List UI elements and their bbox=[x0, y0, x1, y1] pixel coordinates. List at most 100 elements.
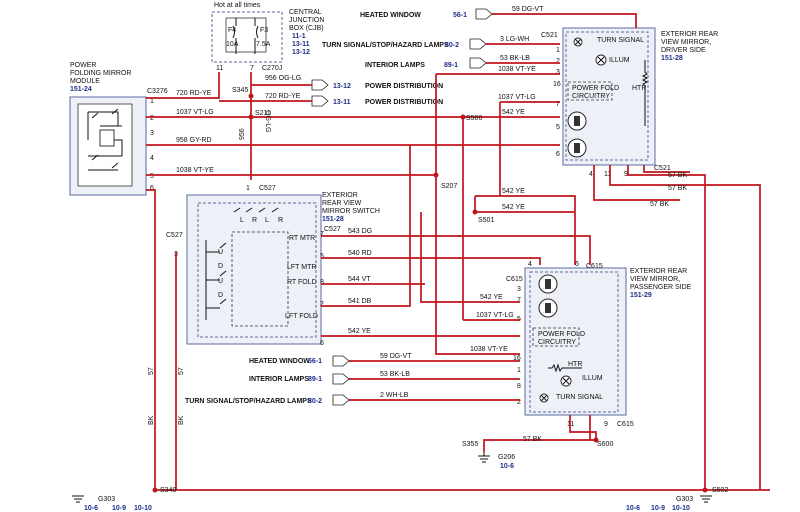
connector-tag bbox=[311, 79, 329, 91]
splice-dot bbox=[152, 487, 158, 493]
wire-label-542-ye-a: 542 YE bbox=[502, 109, 525, 116]
passenger-mirror-outline bbox=[524, 267, 627, 416]
splice-s340: S340 bbox=[160, 487, 176, 494]
fuse-f4-rating: 10A bbox=[226, 41, 239, 48]
input-b-turn-signal-ref: 80-2 bbox=[308, 398, 322, 405]
driver-pin-2: 2 bbox=[556, 58, 560, 65]
wire-harness bbox=[146, 13, 770, 491]
pfm-pin-3: 3 bbox=[150, 130, 154, 137]
cjb-ref-2: 13-11 bbox=[292, 41, 310, 48]
connector-tag bbox=[332, 373, 350, 385]
driver-turn-signal-label: TURN SIGNAL bbox=[597, 37, 644, 44]
wire-956-cjb bbox=[250, 72, 312, 180]
input-b-heated-window-label: HEATED WINDOW bbox=[249, 358, 310, 365]
wire-label-3-lgwh: 3 LG-WH bbox=[500, 36, 529, 43]
wire-label-542-ye-c: 542 YE bbox=[502, 204, 525, 211]
power-dist-2-ref: 13-11 bbox=[333, 99, 351, 106]
driver-connector: C521 bbox=[541, 32, 558, 39]
wire-label-59-dgvt-b: 59 DG-VT bbox=[380, 353, 412, 360]
ground-g206-icon bbox=[478, 452, 490, 463]
passenger-turn-signal-label: TURN SIGNAL bbox=[556, 394, 603, 401]
passenger-side-mirror: EXTERIOR REAR VIEW MIRROR, PASSENGER SID… bbox=[506, 261, 692, 428]
passenger-pfc-2: CIRCUITRY bbox=[538, 339, 576, 346]
wire-1037 bbox=[146, 116, 560, 320]
wire-label-57-bk-d: 57 BK bbox=[523, 436, 542, 443]
switch-top-connector: C527 bbox=[259, 185, 276, 192]
cjb-connector: C270J bbox=[262, 65, 282, 72]
passenger-mirror-inner bbox=[529, 271, 619, 413]
switch-pos-l1: L bbox=[240, 217, 244, 224]
ground-g303-right-ref-3: 10-10 bbox=[672, 505, 690, 512]
wire-542-passenger bbox=[420, 212, 520, 303]
ground-g303-right-ref-2: 10-9 bbox=[651, 505, 665, 512]
fuse-elements bbox=[232, 25, 259, 39]
passenger-heater-element-icon bbox=[548, 363, 582, 373]
fuse-f3-name: F3 bbox=[260, 27, 268, 34]
switch-pos-r2: R bbox=[278, 217, 283, 224]
input-b-heated-window-ref: 56-1 bbox=[308, 358, 322, 365]
wire-label-1038-vtye-b: 1038 VT-YE bbox=[176, 167, 214, 174]
passenger-title-1: EXTERIOR REAR bbox=[630, 268, 687, 275]
passenger-title-2: VIEW MIRROR, bbox=[630, 276, 680, 283]
wire-label-59-dgvt: 59 DG-VT bbox=[512, 6, 544, 13]
input-tags-top: HEATED WINDOW 56-1 TURN SIGNAL/STOP/HAZA… bbox=[311, 8, 493, 107]
connector-tag bbox=[475, 8, 493, 20]
input-interior-lamps-ref: 89-1 bbox=[444, 62, 458, 69]
switch-row-lft-fold: LFT FOLD bbox=[285, 313, 318, 320]
wire-label-542-ye-e: 542 YE bbox=[480, 294, 503, 301]
splice-dot bbox=[248, 93, 254, 99]
wire-label-oglg: OG-LG bbox=[264, 110, 271, 133]
ground-g303-left-ref-2: 10-9 bbox=[112, 505, 126, 512]
pfm-title-1: POWER bbox=[70, 62, 96, 69]
wire-541 bbox=[321, 145, 411, 307]
wire-label-bk-a: BK bbox=[148, 415, 155, 425]
mirror-switch: EXTERIOR REAR VIEW MIRROR SWITCH 151-28 … bbox=[166, 185, 380, 347]
switch-gang-box bbox=[231, 231, 289, 327]
fuse-f3-pin: 7 bbox=[250, 65, 254, 72]
input-turn-signal-label: TURN SIGNAL/STOP/HAZARD LAMPS bbox=[322, 42, 449, 49]
passenger-illum-label: ILLUM bbox=[582, 375, 603, 382]
connector-tag bbox=[469, 38, 487, 50]
wire-label-956: 956 bbox=[239, 128, 246, 140]
switch-pin-5: 5 bbox=[320, 253, 324, 260]
driver-pin-6: 6 bbox=[556, 151, 560, 158]
power-dist-1-label: POWER DISTRIBUTION bbox=[365, 83, 443, 90]
passenger-pin-3: 3 bbox=[517, 286, 521, 293]
wire-1038-driver bbox=[435, 73, 560, 182]
passenger-top-connector: C615 bbox=[586, 263, 603, 270]
ground-g303-left-name: G303 bbox=[98, 496, 115, 503]
splice-dot bbox=[248, 114, 254, 120]
passenger-htr-label: HTR bbox=[568, 361, 582, 368]
input-heated-window-label: HEATED WINDOW bbox=[360, 12, 421, 19]
ground-g303-left-ref-3: 10-10 bbox=[134, 505, 152, 512]
passenger-motor-2-symbol bbox=[545, 303, 551, 313]
driver-pin-11: 11 bbox=[604, 171, 611, 178]
wire-label-958-gyrd: 958 GY-RD bbox=[176, 137, 212, 144]
ground-g206-ref: 10-6 bbox=[500, 463, 514, 470]
power-dist-2-label: POWER DISTRIBUTION bbox=[365, 99, 443, 106]
pfm-title-2: FOLDING MIRROR bbox=[70, 70, 131, 77]
splice-dot bbox=[472, 209, 478, 215]
driver-title-2: VIEW MIRROR, bbox=[661, 39, 711, 46]
power-dist-1-ref: 13-12 bbox=[333, 83, 351, 90]
splice-dot bbox=[433, 172, 439, 178]
ground-g303-left-ref-1: 10-6 bbox=[84, 505, 98, 512]
driver-htr-label: HTR bbox=[632, 85, 646, 92]
pfm-pin-6: 6 bbox=[150, 185, 154, 192]
cjb-outline bbox=[211, 11, 283, 63]
switch-row-rt-fold: RT FOLD bbox=[287, 279, 317, 286]
pfm-pin-1: 1 bbox=[150, 98, 154, 105]
pfm-contacts bbox=[91, 108, 119, 169]
switch-title-3: MIRROR SWITCH bbox=[322, 208, 380, 215]
driver-pin-16: 16 bbox=[553, 81, 561, 88]
wire-label-1037-vtlg-b: 1037 VT-LG bbox=[498, 94, 536, 101]
pfm-pin-2: 2 bbox=[150, 115, 154, 122]
splice-s207: S207 bbox=[441, 183, 457, 190]
wire-542-driver bbox=[474, 101, 576, 265]
passenger-left-connector: C615 bbox=[506, 276, 523, 283]
wire-57-passenger-ground bbox=[483, 415, 597, 452]
switch-u1: U bbox=[218, 249, 223, 256]
splice-dot bbox=[702, 487, 708, 493]
wire-label-1038-vtye-c: 1038 VT-YE bbox=[470, 346, 508, 353]
